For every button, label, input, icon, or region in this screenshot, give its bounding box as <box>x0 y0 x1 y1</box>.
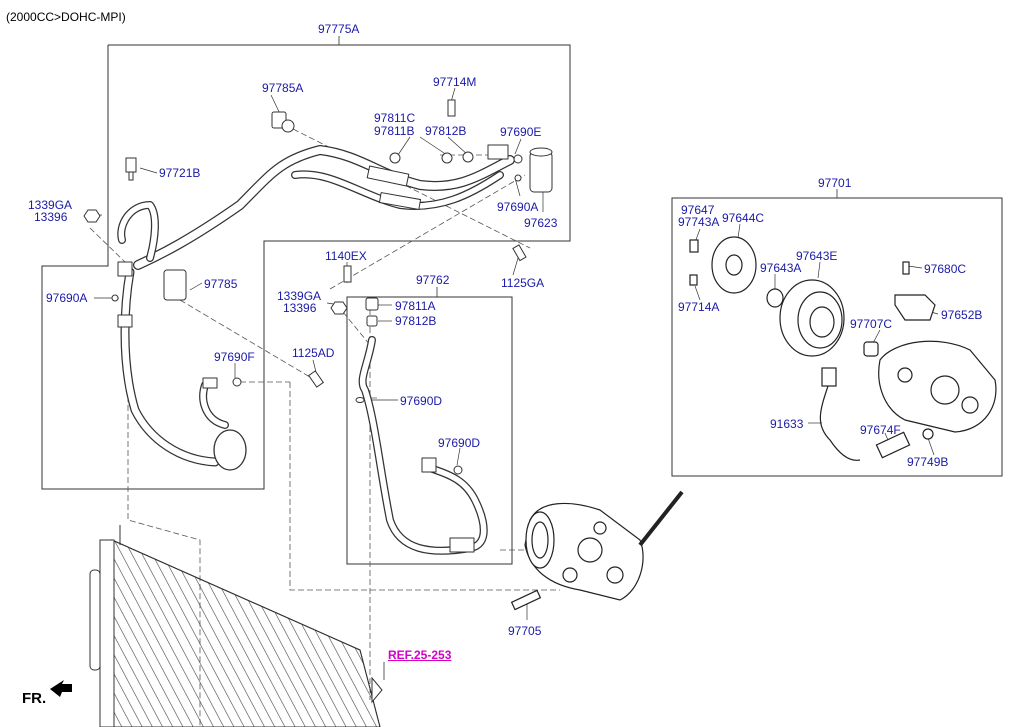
part-label-97721B[interactable]: 97721B <box>159 166 201 180</box>
part-label-97690D-b[interactable]: 97690D <box>438 436 481 450</box>
hose-assembly-97775A <box>117 144 515 471</box>
front-direction-label: FR. <box>22 690 47 707</box>
part-label-97680C[interactable]: 97680C <box>924 262 967 276</box>
part-label-97690A-right[interactable]: 97690A <box>497 200 539 214</box>
part-label-97714M[interactable]: 97714M <box>433 75 477 89</box>
part-label-97643E[interactable]: 97643E <box>796 249 838 263</box>
part-label-97674F[interactable]: 97674F <box>860 423 901 437</box>
compressor-exploded <box>689 236 997 461</box>
frame-97762 <box>346 296 513 565</box>
group-label-97775A[interactable]: 97775A <box>318 22 360 36</box>
part-label-1125GA[interactable]: 1125GA <box>501 276 545 290</box>
part-label-97643A[interactable]: 97643A <box>760 261 802 275</box>
compressor-main <box>510 490 684 611</box>
part-label-97690A-left[interactable]: 97690A <box>46 291 88 305</box>
group-label-97701[interactable]: 97701 <box>818 176 852 190</box>
part-label-97811B[interactable]: 97811B <box>374 124 415 138</box>
reference-link[interactable]: REF.25-253 <box>388 648 452 662</box>
part-label-97785[interactable]: 97785 <box>204 277 238 291</box>
part-label-13396-left[interactable]: 13396 <box>34 210 68 224</box>
part-label-97743A[interactable]: 97743A <box>678 215 720 229</box>
front-arrow-icon <box>50 680 72 697</box>
part-label-97785A[interactable]: 97785A <box>262 81 304 95</box>
part-label-97749B[interactable]: 97749B <box>907 455 949 469</box>
part-label-13396-mid[interactable]: 13396 <box>283 301 317 315</box>
part-label-1339GA-mid[interactable]: 1339GA <box>277 289 322 303</box>
fittings-left <box>83 99 553 388</box>
frame-97775A <box>41 44 571 490</box>
part-label-97812B-top[interactable]: 97812B <box>425 124 467 138</box>
fittings-center <box>330 297 463 475</box>
part-label-97714A[interactable]: 97714A <box>678 300 720 314</box>
group-leaders <box>338 36 838 297</box>
condenser <box>89 525 383 727</box>
part-label-97647[interactable]: 97647 <box>681 203 715 217</box>
part-label-91633[interactable]: 91633 <box>770 417 804 431</box>
part-label-97690E[interactable]: 97690E <box>500 125 542 139</box>
part-label-97707C[interactable]: 97707C <box>850 317 893 331</box>
engine-spec-header: (2000CC>DOHC-MPI) <box>6 10 126 24</box>
part-label-97812B-mid[interactable]: 97812B <box>395 314 437 328</box>
part-label-1339GA-left[interactable]: 1339GA <box>28 198 73 212</box>
part-label-97705[interactable]: 97705 <box>508 624 542 638</box>
part-label-97644C[interactable]: 97644C <box>722 211 765 225</box>
hose-assembly-97762 <box>358 336 488 555</box>
part-label-97811A[interactable]: 97811A <box>395 299 436 313</box>
part-label-97690F[interactable]: 97690F <box>214 350 255 364</box>
part-label-97811C[interactable]: 97811C <box>374 111 416 125</box>
part-label-97623[interactable]: 97623 <box>524 216 558 230</box>
group-label-97762[interactable]: 97762 <box>416 273 450 287</box>
part-label-1140EX[interactable]: 1140EX <box>325 249 367 263</box>
part-label-1125AD[interactable]: 1125AD <box>292 346 335 360</box>
part-label-97690D-a[interactable]: 97690D <box>400 394 443 408</box>
part-label-97652B[interactable]: 97652B <box>941 308 983 322</box>
